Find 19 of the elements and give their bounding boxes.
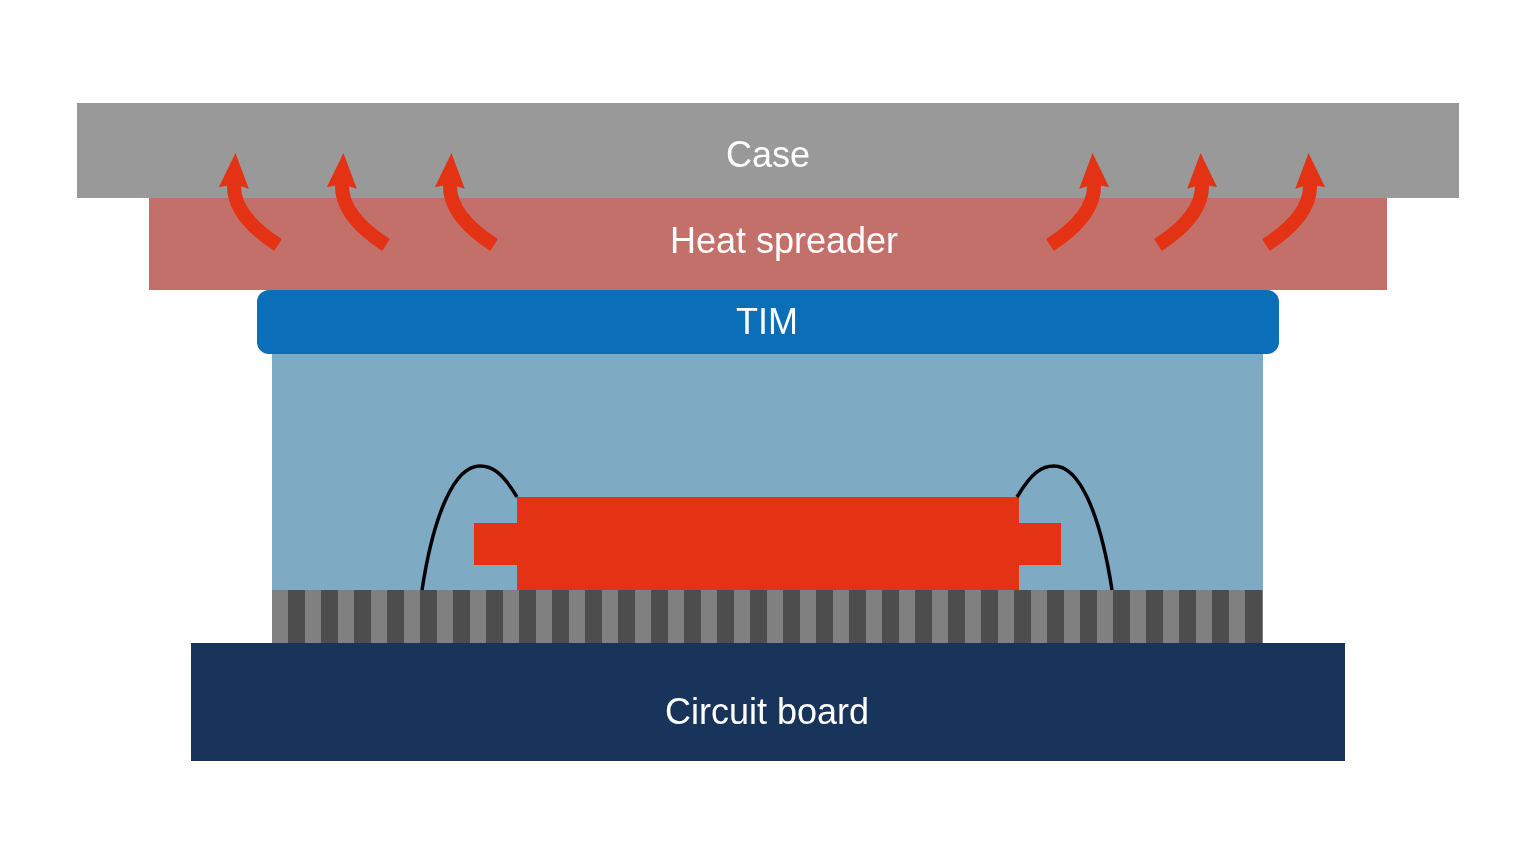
heat-flow-arrow: [1046, 153, 1109, 251]
bond-wire: [1015, 464, 1114, 591]
chip-die: [474, 497, 1061, 590]
mold-block: [272, 354, 1263, 590]
tim-layer: [257, 290, 1279, 354]
heat-flow-arrow: [1262, 153, 1325, 251]
layer-label: Heat spreader: [669, 221, 899, 261]
heat-flow-arrow: [1154, 153, 1217, 251]
heat-flow-arrow: [435, 153, 498, 251]
layer-label: TIM: [736, 302, 798, 342]
substrate-strip: [272, 590, 1263, 643]
heat-flow-arrow: [219, 153, 282, 251]
heat-spreader-layer: [149, 198, 1387, 290]
bond-wire: [420, 464, 519, 591]
layer-label: Case: [726, 135, 810, 175]
circuit-board-layer: [191, 643, 1345, 761]
heat-flow-arrow: [327, 153, 390, 251]
layer-label: Circuit board: [664, 692, 870, 732]
case-layer: [77, 103, 1459, 198]
